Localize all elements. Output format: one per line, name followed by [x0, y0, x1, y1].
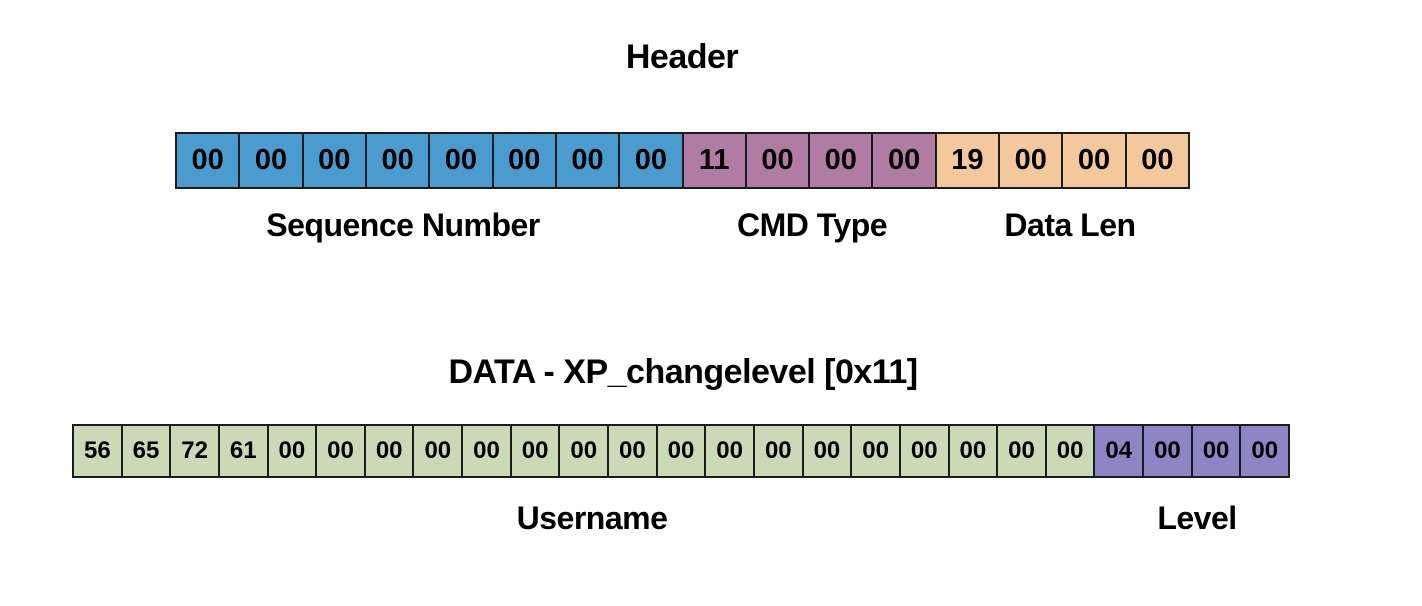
byte-cell: 00: [365, 426, 415, 476]
byte-cell: 00: [511, 426, 561, 476]
byte-cell: 19: [936, 134, 1001, 187]
field-label-username: Username: [516, 500, 668, 536]
byte-cell: 00: [1000, 134, 1064, 187]
byte-cell: 00: [463, 426, 512, 476]
data-section-title: DATA - XP_changelevel [0x11]: [448, 353, 918, 391]
byte-cell: 00: [430, 134, 494, 187]
byte-cell: 00: [303, 134, 367, 187]
byte-cell: 00: [414, 426, 464, 476]
byte-cell: 00: [268, 426, 318, 476]
byte-cell: 00: [657, 426, 707, 476]
byte-cell: 00: [1192, 426, 1242, 476]
byte-cell: 00: [873, 134, 937, 187]
byte-cell: 11: [683, 134, 747, 187]
byte-cell: 00: [852, 426, 901, 476]
byte-cell: 72: [171, 426, 220, 476]
byte-cell: 00: [803, 426, 853, 476]
byte-cell: 00: [1241, 426, 1289, 476]
field-label-data-len: Data Len: [1004, 207, 1136, 243]
byte-cell: 04: [1095, 426, 1145, 476]
byte-cell: 00: [177, 134, 241, 187]
field-label-cmd-type: CMD Type: [736, 207, 888, 243]
byte-cell: 65: [122, 426, 172, 476]
byte-cell: 00: [754, 426, 804, 476]
byte-cell: 00: [900, 426, 950, 476]
byte-cell: 00: [810, 134, 874, 187]
byte-cell: 00: [609, 426, 658, 476]
byte-cell: 00: [240, 134, 304, 187]
byte-cell: 61: [219, 426, 269, 476]
byte-cell: 00: [493, 134, 557, 187]
byte-cell: 00: [949, 426, 999, 476]
byte-cell: 00: [366, 134, 431, 187]
byte-cell: 00: [706, 426, 755, 476]
header-section-title: Header: [625, 38, 739, 76]
byte-cell: 00: [1063, 134, 1127, 187]
byte-cell: 56: [74, 426, 123, 476]
byte-cell: 00: [556, 134, 621, 187]
field-label-level: Level: [1157, 500, 1237, 536]
byte-cell: 00: [1046, 426, 1096, 476]
byte-cell: 00: [620, 134, 684, 187]
byte-cell: 00: [998, 426, 1047, 476]
byte-cell: 00: [746, 134, 811, 187]
field-label-sequence-number: Sequence Number: [266, 207, 540, 243]
byte-cell: 00: [560, 426, 610, 476]
byte-cell: 00: [317, 426, 366, 476]
byte-cell: 00: [1126, 134, 1188, 187]
byte-cell: 00: [1144, 426, 1193, 476]
